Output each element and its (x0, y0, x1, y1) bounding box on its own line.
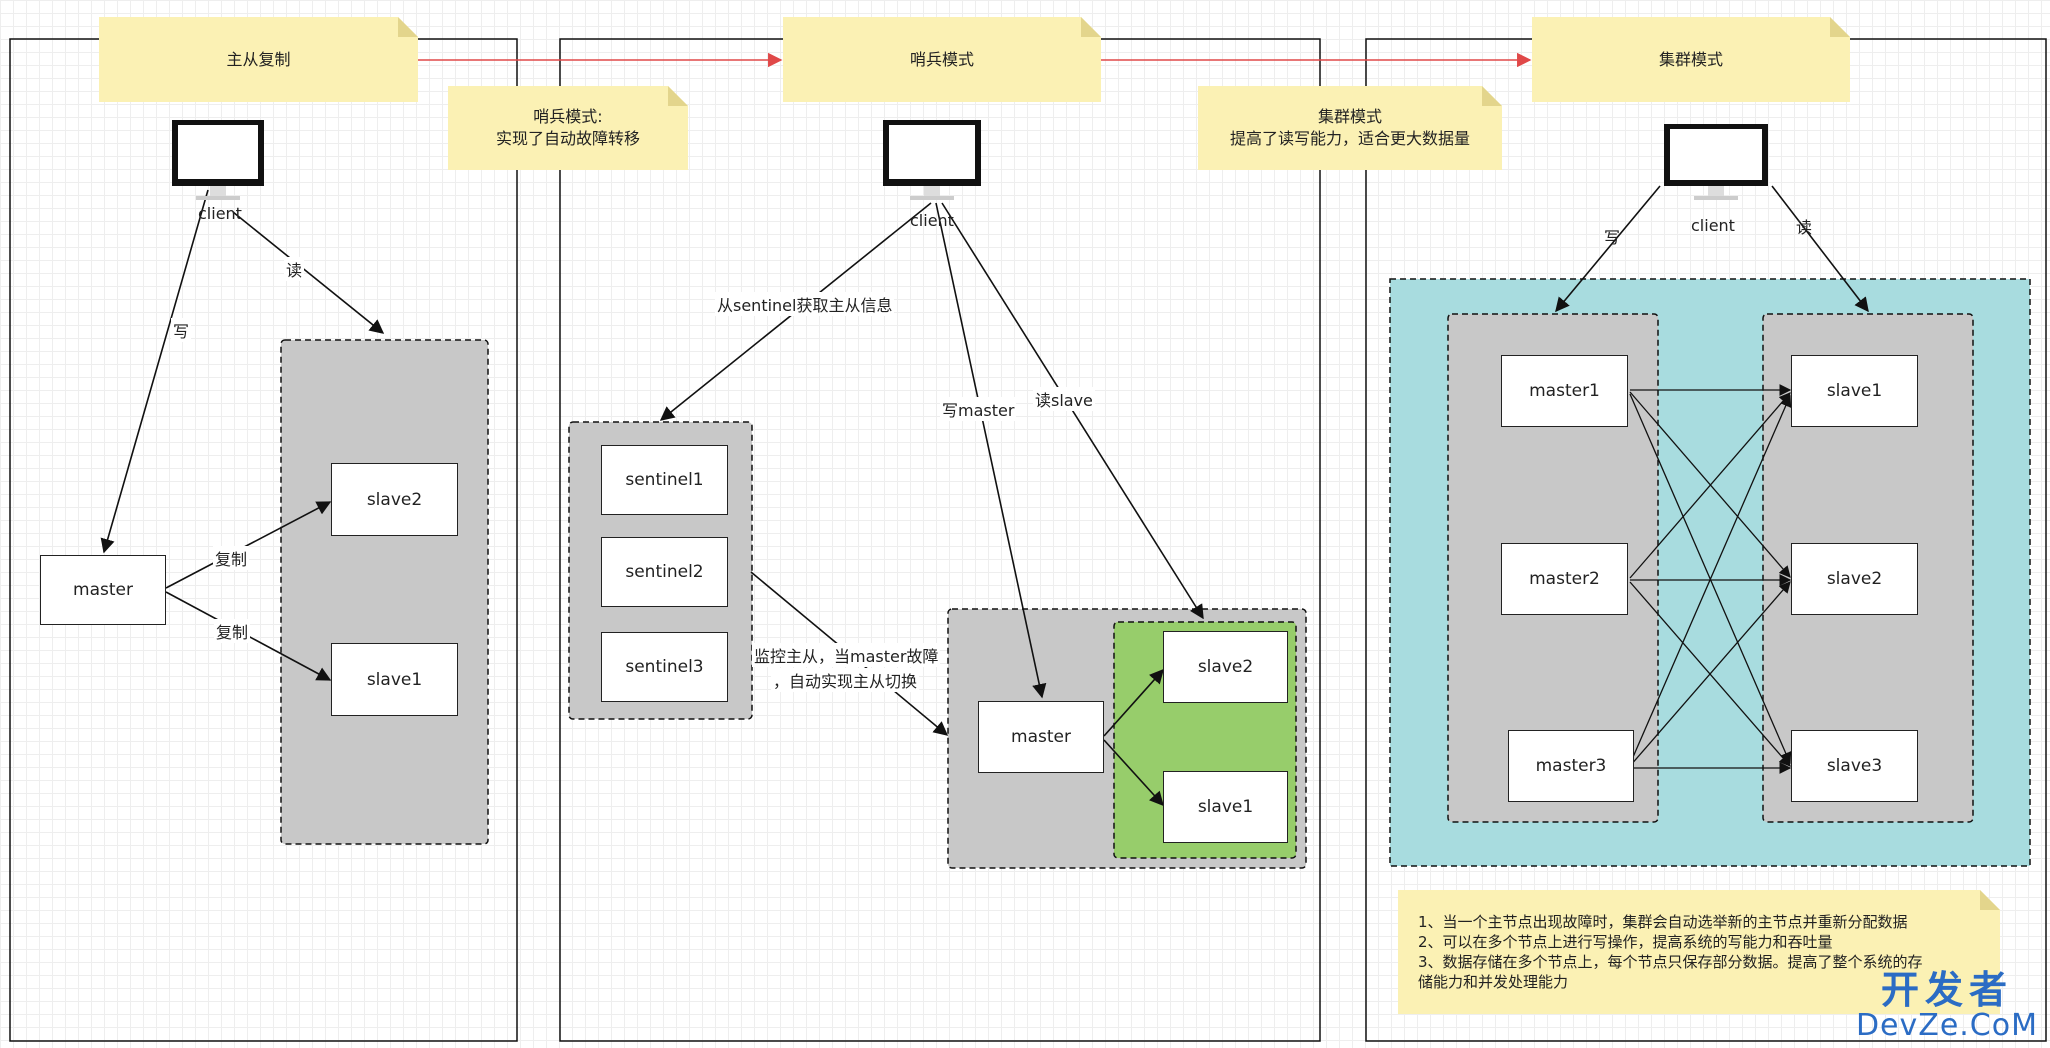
sentinel-info-label: 从sentinel获取主从信息 (715, 292, 895, 316)
cluster-explanation-note: 集群模式 提高了读写能力，适合更大数据量 (1198, 86, 1502, 170)
replication-title: 主从复制 (226, 49, 291, 69)
cluster-read-label: 读 (1796, 218, 1813, 237)
cluster-slave3-node: slave3 (1791, 730, 1918, 802)
replication-slave-group (280, 339, 489, 845)
cluster-master1-node: master1 (1501, 355, 1628, 427)
sentinel-note-line2: 实现了自动故障转移 (495, 129, 640, 148)
replication-slave2-node: slave2 (331, 463, 458, 536)
cluster-write-arrow (1555, 185, 1661, 313)
sentinel3-node: sentinel3 (601, 632, 728, 702)
cluster-feature-4: 储能力和并发处理能力 (1418, 973, 1569, 991)
cluster-write-label: 写 (1604, 228, 1621, 247)
replication-client-label: client (198, 204, 242, 223)
cluster-note-line2: 提高了读写能力，适合更大数据量 (1229, 129, 1470, 148)
watermark-cn: 开发者 (1880, 968, 2013, 1012)
cluster-feature-2: 2、可以在多个节点上进行写操作，提高系统的写能力和吞吐量 (1418, 933, 1833, 951)
sentinel-master-node: master (978, 701, 1104, 773)
replication-read-arrow (232, 211, 385, 334)
sentinel1-node: sentinel1 (601, 445, 728, 515)
cluster-title-note: 集群模式 (1532, 17, 1850, 102)
replication-copy-label-1: 复制 (213, 546, 250, 570)
cluster-master3-node: master3 (1508, 730, 1634, 802)
sentinel-client-label: client (910, 211, 954, 230)
cluster-slave1-node: slave1 (1791, 355, 1918, 427)
sentinel-write-arrow (935, 202, 1047, 699)
sentinel-note-line1: 哨兵模式: (533, 107, 603, 126)
cluster-client-label: client (1691, 216, 1735, 235)
cluster-mesh-arrows (1629, 384, 1792, 774)
sentinel-monitor-label-2: ，自动实现主从切换 (771, 668, 920, 692)
cluster-feature-1: 1、当一个主节点出现故障时，集群会自动选举新的主节点并重新分配数据 (1418, 913, 1908, 931)
sentinel-explanation-note: 哨兵模式: 实现了自动故障转移 (448, 86, 688, 170)
sentinel-slave2-node: slave2 (1163, 631, 1288, 703)
replication-title-note: 主从复制 (99, 17, 418, 102)
replication-read-label: 读 (284, 257, 305, 281)
sentinel-monitor-label-1: 监控主从，当master故障 (752, 643, 941, 667)
cluster-read-arrow (1771, 185, 1869, 313)
replication-copy-arrow-1 (165, 501, 332, 589)
sentinel2-node: sentinel2 (601, 537, 728, 607)
watermark-logo: 开发者 DevZe.CoM (1856, 970, 2038, 1042)
sentinel-slave1-node: slave1 (1163, 771, 1288, 843)
cluster-slave2-node: slave2 (1791, 543, 1918, 615)
cluster-master2-node: master2 (1501, 543, 1628, 615)
sentinel-write-label: 写master (940, 397, 1017, 421)
sentinel-read-label: 读slave (1033, 387, 1095, 411)
replication-write-label: 写 (171, 318, 192, 342)
cluster-note-line1: 集群模式 (1317, 107, 1382, 126)
replication-master-node: master (40, 555, 166, 625)
sentinel-master-slave1-arrow (1103, 739, 1164, 807)
replication-copy-label-2: 复制 (214, 619, 251, 643)
monitor-icon (883, 120, 981, 200)
monitor-icon (172, 120, 264, 200)
cluster-title: 集群模式 (1658, 49, 1723, 69)
sentinel-master-slave2-arrow (1103, 668, 1164, 737)
watermark-en: DevZe.CoM (1855, 1008, 2038, 1043)
sentinel-title-note: 哨兵模式 (783, 17, 1101, 102)
cluster-features-note: 1、当一个主节点出现故障时，集群会自动选举新的主节点并重新分配数据 2、可以在多… (1398, 890, 2000, 1014)
replication-write-arrow (100, 189, 209, 554)
monitor-icon (1664, 124, 1768, 200)
cluster-feature-3: 3、数据存储在多个节点上，每个节点只保存部分数据。提高了整个系统的存 (1418, 953, 1923, 971)
sentinel-title: 哨兵模式 (909, 49, 974, 69)
replication-slave1-node: slave1 (331, 643, 458, 716)
